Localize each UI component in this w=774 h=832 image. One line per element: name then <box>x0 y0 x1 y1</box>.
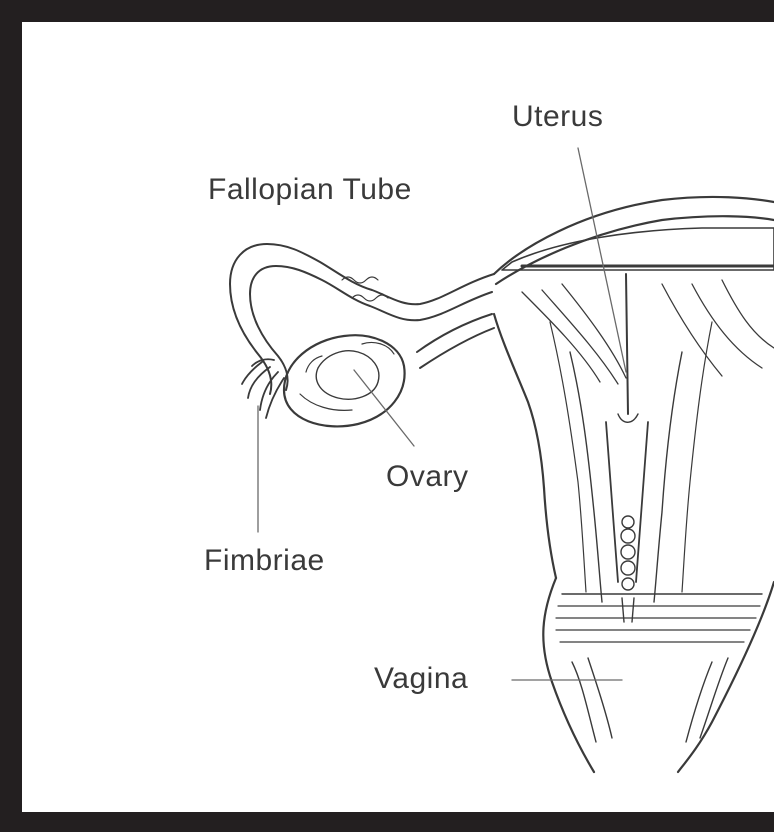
label-fimbriae: Fimbriae <box>204 546 325 576</box>
label-fallopian-tube: Fallopian Tube <box>208 175 412 205</box>
leader-lines <box>258 148 626 680</box>
ovary-drawing <box>284 335 405 426</box>
label-uterus: Uterus <box>512 102 603 132</box>
diagram-panel: Uterus Fallopian Tube Ovary Fimbriae Vag… <box>22 22 774 812</box>
fimbriae-drawing <box>242 359 284 418</box>
label-vagina: Vagina <box>374 664 468 694</box>
uterus-drawing <box>494 197 774 622</box>
label-ovary: Ovary <box>386 462 469 492</box>
vagina-drawing <box>543 578 774 772</box>
fallopian-tube-drawing <box>230 244 494 394</box>
uterus-leader-line <box>578 148 626 372</box>
